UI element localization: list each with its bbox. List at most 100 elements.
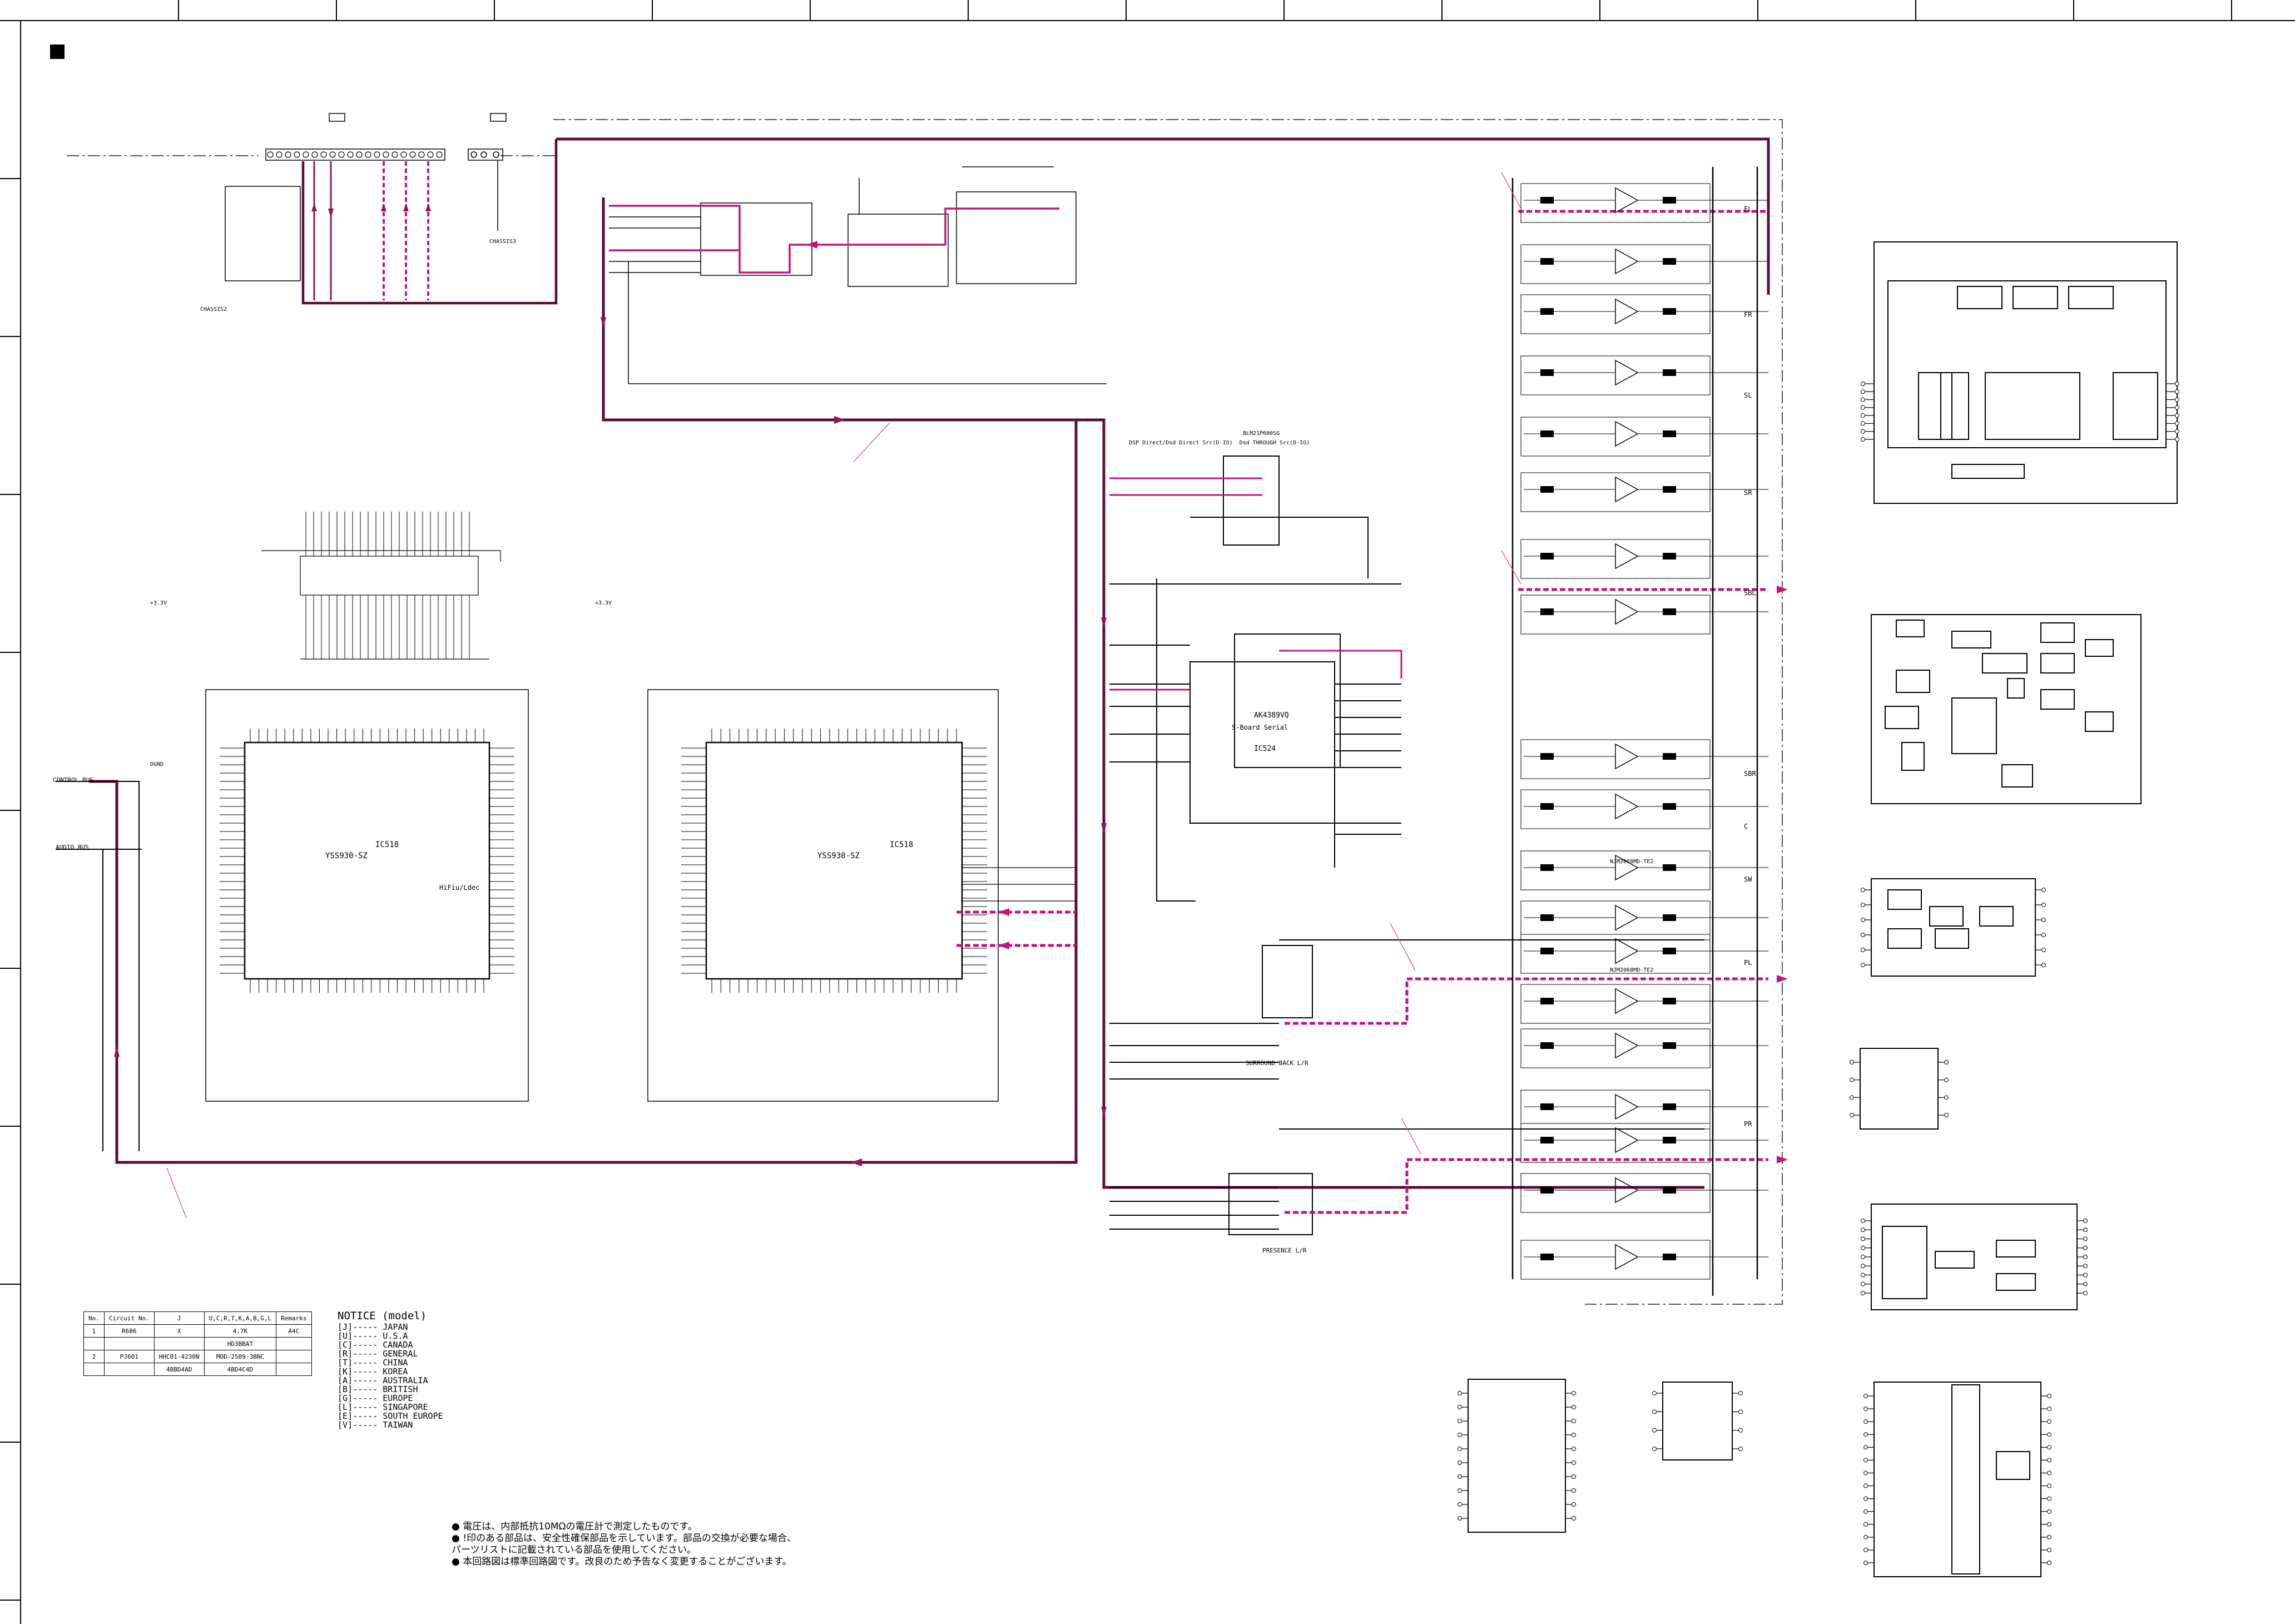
table-cell: R686 — [103, 1324, 155, 1338]
vcc-label: +3.3V — [150, 600, 167, 606]
connector-pin — [383, 151, 389, 158]
opamp-symbol — [1615, 298, 1639, 325]
resistor — [1540, 864, 1554, 871]
opamp-stage — [1520, 539, 1711, 579]
frame-zone-divider — [178, 0, 179, 20]
resistor — [1540, 803, 1554, 810]
frame-zone-divider — [1915, 0, 1916, 20]
sheet-frame-left — [0, 20, 21, 1624]
table-cell — [83, 1363, 105, 1376]
opamp-stage — [1520, 789, 1711, 829]
ds-pin-end — [1863, 1470, 1868, 1476]
ds-pin-end — [1944, 1077, 1949, 1082]
sheet-marker — [50, 44, 65, 59]
frame-row-divider — [0, 178, 20, 179]
main-bus — [89, 137, 1770, 1189]
frame-zone-divider — [1441, 0, 1443, 20]
opamp-stage — [1520, 1123, 1711, 1163]
resistor — [1540, 1103, 1554, 1110]
surround-arrows — [998, 586, 1788, 1163]
opamp-symbol — [1615, 1244, 1639, 1270]
connector-pin — [338, 151, 345, 158]
resistor — [1663, 1187, 1676, 1194]
ds-pin-end — [1652, 1391, 1657, 1395]
ds-pin-end — [1572, 1405, 1576, 1409]
ds-pin-end — [1572, 1516, 1576, 1521]
table-cell — [83, 1337, 105, 1350]
opamp-symbol — [1615, 476, 1639, 503]
resistor — [1540, 486, 1554, 493]
datasheet-pins — [1458, 382, 2179, 1565]
resistor — [1663, 197, 1676, 204]
ds-pin-end — [1738, 1428, 1743, 1433]
connector-pin — [320, 151, 327, 158]
surround-signal-path — [956, 210, 1768, 1214]
resistor — [1663, 1137, 1676, 1143]
ds-pin-end — [1861, 1227, 1865, 1232]
ds-pin-end — [1863, 1419, 1868, 1424]
frame-row-divider — [0, 652, 20, 653]
resistor — [1663, 753, 1676, 760]
opamp-symbol — [1615, 988, 1639, 1014]
ds-pin-end — [2041, 903, 2046, 907]
ds-pin-end — [1861, 397, 1865, 402]
frame-zone-divider — [652, 0, 653, 20]
model-notice: NOTICE (model) [J]----- JAPAN [U]----- U… — [338, 1311, 443, 1430]
ds-pin-end — [2175, 421, 2179, 426]
table-cell — [103, 1363, 155, 1376]
ds-pin-end — [2047, 1394, 2051, 1398]
annotation-leaders — [166, 172, 1521, 1219]
connector-pin — [276, 151, 282, 158]
table-cell: 4.7K — [204, 1324, 277, 1338]
presence-label: PRESENCE L/R — [1262, 1247, 1307, 1254]
connector-pin — [365, 151, 371, 158]
ds-pin-end — [1458, 1460, 1462, 1465]
ds-pin-end — [2083, 1236, 2088, 1241]
opamp-stage — [1520, 1028, 1711, 1068]
frame-zone-divider — [1283, 0, 1285, 20]
ds-pin-end — [1458, 1502, 1462, 1507]
ds-pin-end — [1861, 382, 1865, 386]
frame-row-divider — [0, 494, 20, 495]
table-row: 2 PJ601 HHC81-4230N MOD-2509-3BNC — [83, 1350, 312, 1363]
connector-pin — [285, 151, 291, 158]
surround-back-label: SURROUND BACK L/R — [1246, 1059, 1308, 1067]
ds-pin-end — [1861, 1255, 1865, 1259]
ds-pin-end — [1861, 1291, 1865, 1295]
ds-pin-end — [1863, 1458, 1868, 1463]
table-header: Circuit No. — [103, 1311, 155, 1325]
chassis-label-mid: CHASSIS3 — [489, 239, 517, 245]
output-label-c: C — [1744, 823, 1748, 830]
table-header: No. — [83, 1311, 105, 1325]
resistor — [1663, 948, 1676, 954]
ds-pin-end — [1458, 1516, 1462, 1521]
ds-pin-end — [2047, 1483, 2051, 1488]
ds-pin-end — [1944, 1095, 1949, 1100]
ds-pin-end — [1861, 1281, 1865, 1286]
ds-pin-end — [1850, 1113, 1854, 1117]
opamp-symbol — [1615, 359, 1639, 386]
ds-pin-end — [1861, 1236, 1865, 1241]
connector-pin — [267, 151, 274, 158]
resistor — [1540, 553, 1554, 560]
ds-pin-end — [2047, 1534, 2051, 1539]
table-cell: PJ601 — [103, 1350, 155, 1363]
frame-zone-divider — [336, 0, 337, 20]
ds-pin-end — [1863, 1407, 1868, 1412]
bus-arrows — [114, 317, 1107, 1166]
ic524-sub-label: S-Board Serial — [1232, 724, 1288, 731]
output-channels — [1520, 183, 1768, 1280]
ds-pin-end — [2083, 1291, 2088, 1295]
ds-pin-end — [1572, 1447, 1576, 1451]
table-cell — [276, 1337, 312, 1350]
ds-pin-end — [2083, 1264, 2088, 1269]
ds-pin-end — [1863, 1522, 1868, 1527]
opamp-stage — [1520, 417, 1711, 457]
ds-pin-end — [1861, 429, 1865, 434]
ds-pin-end — [1861, 413, 1865, 418]
table-cell: 2 — [83, 1350, 105, 1363]
resistor — [1663, 1254, 1676, 1260]
ds-pin-end — [1944, 1060, 1949, 1064]
ic518-part-label: YSS930-SZ — [325, 851, 368, 860]
table-header: J — [153, 1311, 205, 1325]
